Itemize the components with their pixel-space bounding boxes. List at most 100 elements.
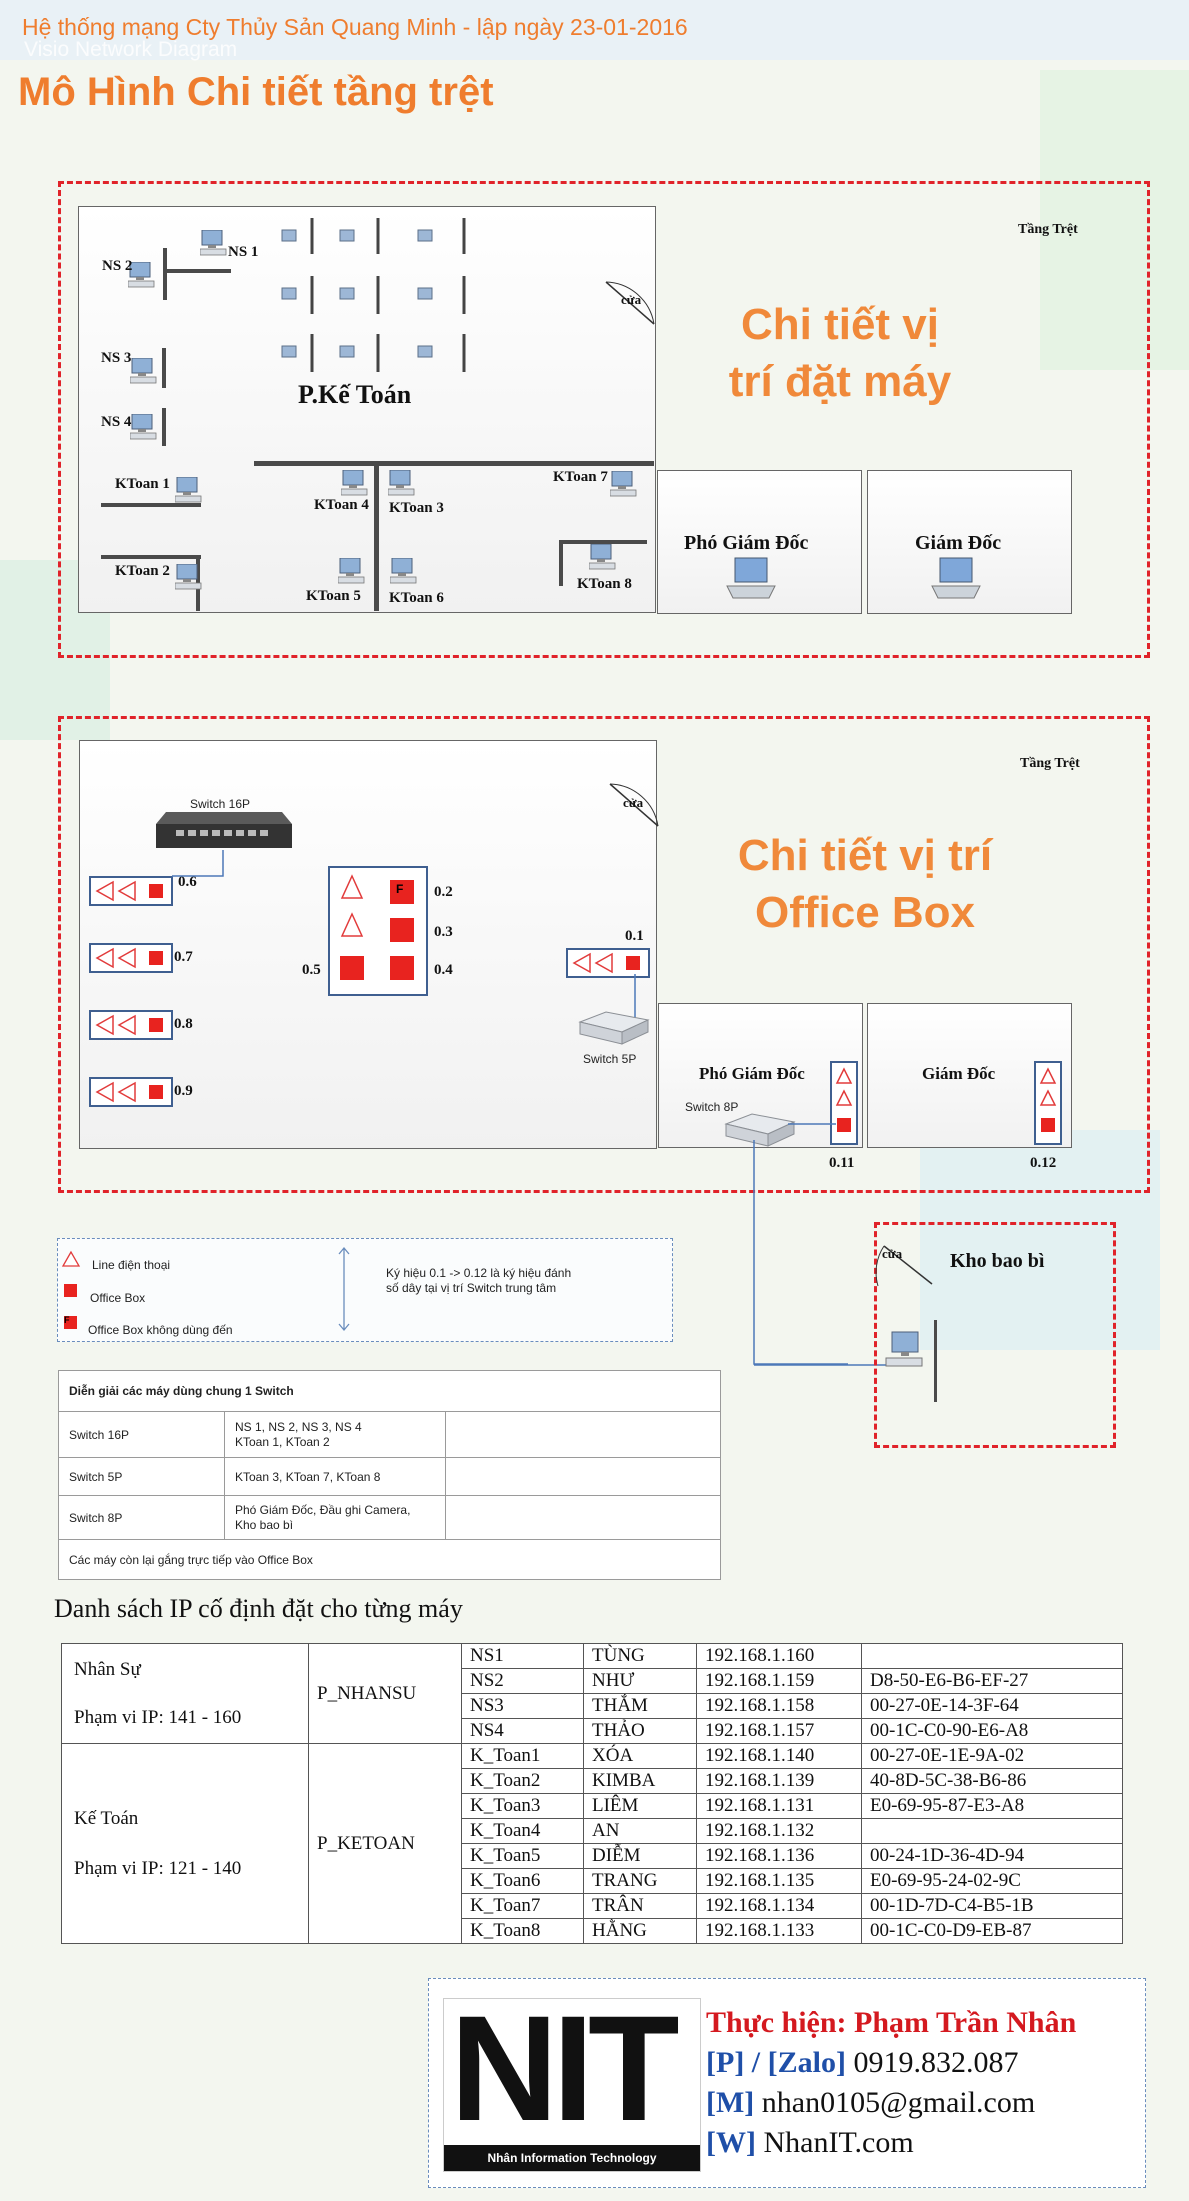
dept-range: Phạm vi IP: 121 - 140 bbox=[74, 1857, 242, 1879]
ip-user: DIỄM bbox=[583, 1843, 697, 1869]
computer-icon bbox=[388, 470, 415, 496]
pc-label-ns1: NS 1 bbox=[228, 244, 259, 260]
ip-address: 192.168.1.131 bbox=[696, 1793, 862, 1819]
computer-icon bbox=[610, 471, 637, 497]
floor1-frame bbox=[58, 181, 1150, 658]
dept-name: Nhân Sự bbox=[74, 1658, 141, 1680]
label-0-5: 0.5 bbox=[302, 962, 321, 978]
ip-host: NS3 bbox=[461, 1693, 584, 1719]
ip-mac: E0-69-95-24-02-9C bbox=[861, 1868, 1123, 1894]
office-box-icons bbox=[835, 1067, 1057, 1132]
dept-group: P_NHANSU bbox=[308, 1643, 462, 1744]
dept-name: Kế Toán bbox=[74, 1807, 139, 1829]
ip-user: XÓA bbox=[583, 1743, 697, 1769]
ip-address: 192.168.1.139 bbox=[696, 1768, 862, 1794]
ip-host: K_Toan7 bbox=[461, 1893, 584, 1919]
web-line: [W] NhanIT.com bbox=[706, 2126, 914, 2160]
computer-icon bbox=[128, 262, 155, 288]
partition-wall bbox=[163, 269, 231, 273]
door-icon bbox=[875, 1245, 933, 1287]
ip-address: 192.168.1.157 bbox=[696, 1718, 862, 1744]
ip-address: 192.168.1.135 bbox=[696, 1868, 862, 1894]
ip-user: TRÂN bbox=[583, 1893, 697, 1919]
ip-host: NS4 bbox=[461, 1718, 584, 1744]
pc-label-kt8: KToan 8 bbox=[577, 576, 632, 592]
switch8-label: Switch 8P bbox=[685, 1100, 739, 1114]
label-0-9: 0.9 bbox=[174, 1083, 193, 1099]
ip-host: K_Toan2 bbox=[461, 1768, 584, 1794]
ghost-caption: Visio Network Diagram bbox=[24, 38, 238, 61]
pc-label-kt1: KToan 1 bbox=[115, 476, 170, 492]
laptop-icon bbox=[726, 557, 776, 599]
ip-address: 192.168.1.158 bbox=[696, 1693, 862, 1719]
ip-user: HẰNG bbox=[583, 1918, 697, 1944]
ip-mac: D8-50-E6-B6-EF-27 bbox=[861, 1668, 1123, 1694]
switch-table-footer: Các máy còn lại gắng trực tiếp vào Offic… bbox=[58, 1539, 721, 1580]
page-subtitle: Mô Hình Chi tiết tầng trệt bbox=[18, 70, 494, 114]
pc-label-kt3: KToan 3 bbox=[389, 500, 444, 516]
background-band bbox=[0, 0, 1189, 60]
label-0-7: 0.7 bbox=[174, 949, 193, 965]
ip-host: NS1 bbox=[461, 1643, 584, 1669]
desk-grid-icon bbox=[281, 218, 466, 372]
mail-line: [M] nhan0105@gmail.com bbox=[706, 2086, 1035, 2120]
dept-range: Phạm vi IP: 141 - 160 bbox=[74, 1706, 242, 1728]
legend-office-box-label: Office Box bbox=[90, 1291, 146, 1305]
partition-wall bbox=[162, 348, 166, 388]
background-block bbox=[1040, 70, 1189, 370]
floor1-tag: Tầng Trệt bbox=[1018, 222, 1078, 237]
cable-link bbox=[754, 1364, 892, 1366]
phone-line: [P] / [Zalo] 0919.832.087 bbox=[706, 2046, 1018, 2080]
label-0-12: 0.12 bbox=[1030, 1155, 1057, 1171]
ip-table: Nhân Sự Phạm vi IP: 141 - 160 P_NHANSU NS… bbox=[61, 1643, 1123, 1944]
vice-director-label: Phó Giám Đốc bbox=[684, 532, 809, 554]
door-icon bbox=[605, 281, 655, 325]
label-0-2: 0.2 bbox=[434, 884, 453, 900]
director-label: Giám Đốc bbox=[915, 532, 1002, 554]
ip-address: 192.168.1.134 bbox=[696, 1893, 862, 1919]
warehouse-frame bbox=[874, 1222, 1116, 1448]
switch-devices: KToan 1, KToan 2 bbox=[235, 1434, 330, 1449]
phone-line-icon bbox=[572, 952, 640, 974]
floor2-frame bbox=[58, 716, 1150, 1193]
double-arrow-icon bbox=[338, 1246, 350, 1332]
ip-mac: 40-8D-5C-38-B6-86 bbox=[861, 1768, 1123, 1794]
switch-16-icon bbox=[156, 812, 292, 848]
ip-mac: 00-27-0E-14-3F-64 bbox=[861, 1693, 1123, 1719]
phone-line-icon bbox=[95, 880, 163, 1103]
partition-wall bbox=[254, 461, 654, 466]
web-link[interactable]: NhanIT.com bbox=[763, 2126, 914, 2159]
cable-link bbox=[634, 974, 636, 1018]
switch-devices: Phó Giám Đốc, Đầu ghi Camera, bbox=[235, 1502, 411, 1517]
legend-icons bbox=[61, 1250, 81, 1329]
door-label: cửa bbox=[882, 1246, 903, 1261]
mail-address[interactable]: nhan0105@gmail.com bbox=[761, 2086, 1036, 2119]
phone-tag: [P] / [Zalo] bbox=[706, 2046, 846, 2079]
ip-user: TÙNG bbox=[583, 1643, 697, 1669]
computer-icon bbox=[390, 558, 417, 584]
door-label: cửa bbox=[621, 292, 642, 307]
ip-host: K_Toan5 bbox=[461, 1843, 584, 1869]
ip-user: NHƯ bbox=[583, 1668, 697, 1694]
ip-host: NS2 bbox=[461, 1668, 584, 1694]
ip-user: LIÊM bbox=[583, 1793, 697, 1819]
ip-address: 192.168.1.133 bbox=[696, 1918, 862, 1944]
pc-label-kt6: KToan 6 bbox=[389, 590, 444, 606]
ip-host: K_Toan8 bbox=[461, 1918, 584, 1944]
web-tag: [W] bbox=[706, 2126, 756, 2159]
partition-wall bbox=[374, 461, 379, 611]
ip-user: KIMBA bbox=[583, 1768, 697, 1794]
legend-line-label: Line điện thoại bbox=[92, 1258, 171, 1272]
computer-icon bbox=[175, 477, 202, 503]
label-0-11: 0.11 bbox=[829, 1155, 855, 1171]
pc-label-ns3: NS 3 bbox=[101, 350, 132, 366]
pc-label-ns4: NS 4 bbox=[101, 414, 132, 430]
partition-wall bbox=[101, 503, 201, 507]
vice-director-label-2: Phó Giám Đốc bbox=[699, 1064, 805, 1083]
ip-user: AN bbox=[583, 1818, 697, 1844]
ip-address: 192.168.1.159 bbox=[696, 1668, 862, 1694]
nit-logo: NIT Nhân Information Technology bbox=[443, 1993, 701, 2172]
partition-wall bbox=[934, 1320, 937, 1402]
pc-label-kt5: KToan 5 bbox=[306, 588, 361, 604]
switch-table-title: Diễn giải các máy dùng chung 1 Switch bbox=[58, 1370, 721, 1412]
